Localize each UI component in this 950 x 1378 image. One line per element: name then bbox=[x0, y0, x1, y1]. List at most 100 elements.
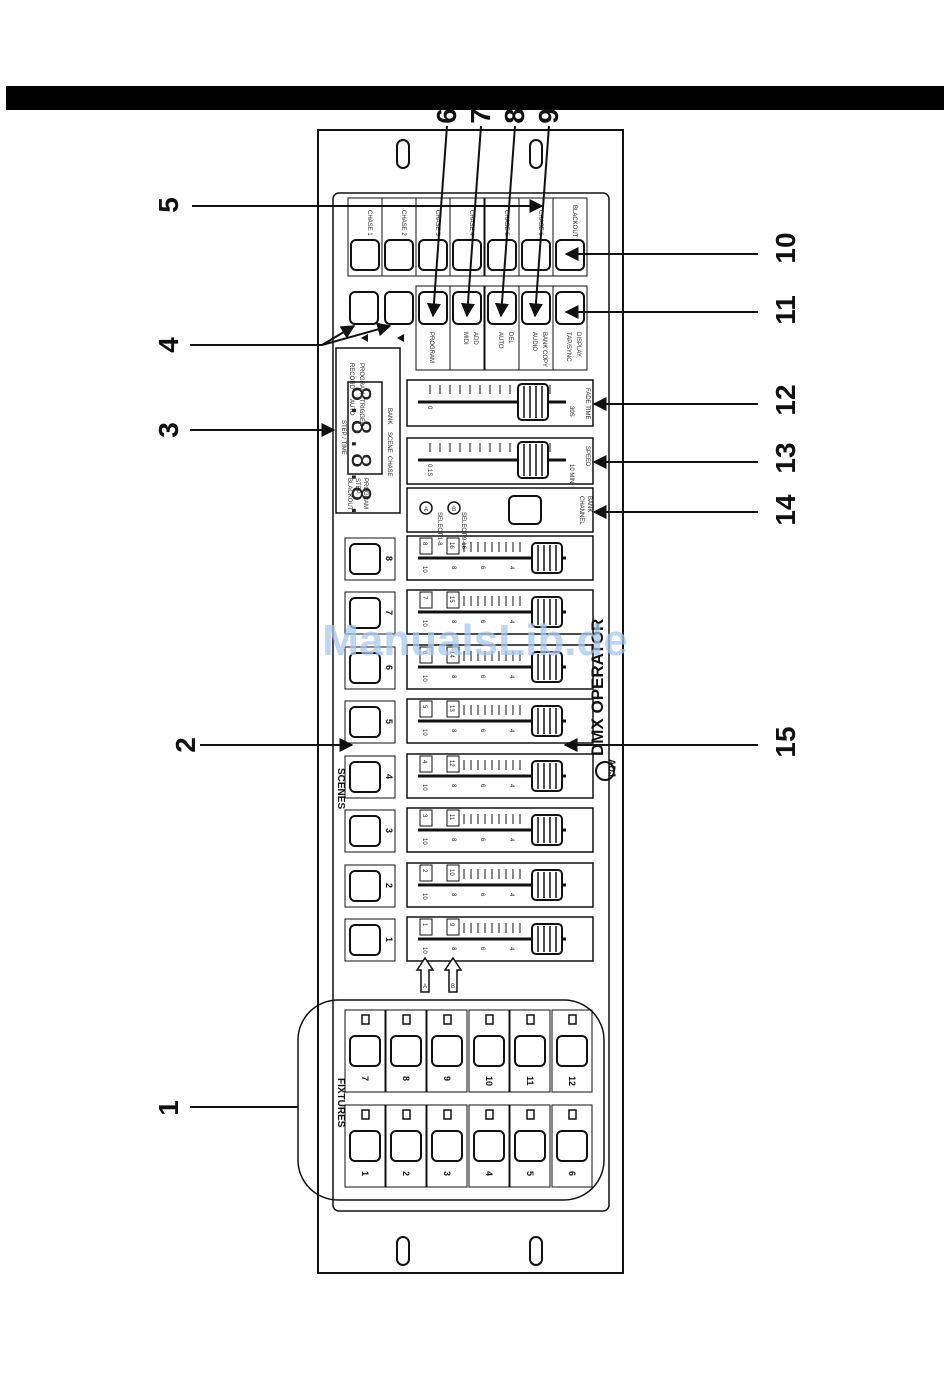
scene-cell bbox=[344, 646, 396, 690]
channel-a-number: 4 bbox=[421, 760, 427, 764]
lcd-bottom-label: BANK bbox=[386, 408, 392, 424]
channel-2-fader-knob[interactable] bbox=[531, 869, 563, 901]
fixture-8-button[interactable] bbox=[390, 1035, 422, 1067]
chase-label: CHASE 1 bbox=[366, 210, 372, 236]
fader-scale-label: 8 bbox=[450, 838, 456, 842]
channel-bank-button[interactable] bbox=[508, 495, 542, 525]
channel-a-number: 1 bbox=[421, 923, 427, 927]
lcd-left-label: RECORD bbox=[348, 363, 354, 390]
callout-12: 12 bbox=[770, 384, 801, 415]
fader-scale-label: 6 bbox=[479, 675, 485, 679]
channel-4-fader-knob[interactable] bbox=[531, 760, 563, 792]
fader-scale-label: 4 bbox=[508, 675, 514, 679]
watermark: ManualsLib.de bbox=[322, 616, 628, 665]
chase-1-button[interactable] bbox=[350, 239, 380, 271]
fixture-7-button[interactable] bbox=[349, 1035, 381, 1067]
fixture-led bbox=[485, 1014, 494, 1025]
lcd-bottom-label: SCENE bbox=[386, 432, 392, 453]
bank-up-button[interactable] bbox=[349, 291, 379, 325]
fade-time-fader-label: FADE TIME bbox=[584, 388, 590, 420]
scene-3-button[interactable] bbox=[349, 815, 381, 847]
fixture-cell bbox=[344, 1009, 386, 1093]
chase-2-button[interactable] bbox=[384, 239, 414, 271]
scene-8-button[interactable] bbox=[349, 543, 381, 575]
fixture-12-button[interactable] bbox=[556, 1035, 588, 1067]
function-label: BANK COPY bbox=[541, 332, 547, 367]
channel-b-tag bbox=[446, 537, 460, 555]
chase-3-button[interactable] bbox=[418, 239, 448, 271]
speed-fader-knob[interactable] bbox=[517, 441, 549, 479]
channel-b-tag bbox=[446, 864, 460, 882]
speed-fader-max-label: 10 MIN bbox=[568, 464, 574, 483]
fixtures-group-outline bbox=[297, 999, 605, 1201]
fader-scale-label: 10 bbox=[421, 620, 427, 627]
channel-fader-panel bbox=[406, 862, 594, 908]
fade-time-fader-knob[interactable] bbox=[517, 383, 549, 421]
fixture-11-button[interactable] bbox=[514, 1035, 546, 1067]
blackout-cell bbox=[552, 197, 588, 277]
tapsync-display-button[interactable] bbox=[555, 291, 585, 325]
channel-1-fader-knob[interactable] bbox=[531, 923, 563, 955]
channel-6-fader-knob[interactable] bbox=[531, 651, 563, 683]
fixture-2-button[interactable] bbox=[390, 1130, 422, 1162]
channel-8-fader-knob[interactable] bbox=[531, 542, 563, 574]
bank-down-button[interactable] bbox=[384, 291, 414, 325]
speed-fader-label: SPEED bbox=[584, 446, 590, 467]
channel-3-fader-knob[interactable] bbox=[531, 814, 563, 846]
fixture-led bbox=[526, 1109, 535, 1120]
channel-b-tag bbox=[446, 809, 460, 827]
mount-slot bbox=[529, 139, 543, 169]
channel-bank-label: CHANNEL bbox=[578, 496, 584, 525]
fixture-4-button[interactable] bbox=[473, 1130, 505, 1162]
channel-b-number: 14 bbox=[448, 651, 454, 658]
callout-6-arrow bbox=[426, 125, 448, 318]
lcd-window bbox=[347, 381, 383, 475]
function-cell bbox=[552, 285, 588, 371]
fader-scale-label: 6 bbox=[479, 784, 485, 788]
chase-label: CHASE 4 bbox=[468, 210, 474, 236]
fader-scale-label: 4 bbox=[508, 784, 514, 788]
fixture-led bbox=[568, 1109, 577, 1120]
scene-number: 1 bbox=[384, 937, 394, 942]
fixture-9-button[interactable] bbox=[431, 1035, 463, 1067]
chase-4-button[interactable] bbox=[452, 239, 482, 271]
callout-8-arrow bbox=[494, 125, 516, 318]
channel-fader-panel bbox=[406, 535, 594, 581]
fader-scale-label: 10 bbox=[421, 729, 427, 736]
fixture-1-button[interactable] bbox=[349, 1130, 381, 1162]
chase-6-button[interactable] bbox=[521, 239, 551, 271]
fixture-5-button[interactable] bbox=[514, 1130, 546, 1162]
fixture-6-button[interactable] bbox=[556, 1130, 588, 1162]
triangle-up-icon bbox=[361, 334, 368, 342]
scene-1-button[interactable] bbox=[349, 924, 381, 956]
scene-2-button[interactable] bbox=[349, 870, 381, 902]
scene-6-button[interactable] bbox=[349, 652, 381, 684]
callout-9: 9 bbox=[533, 108, 564, 124]
channel-7-fader-knob[interactable] bbox=[531, 596, 563, 628]
callout-1: 1 bbox=[153, 1100, 184, 1116]
scene-number: 4 bbox=[384, 774, 394, 779]
channel-a-number: 7 bbox=[421, 596, 427, 600]
channel-a-number: 8 bbox=[421, 542, 427, 546]
fader-scale-label: 8 bbox=[450, 893, 456, 897]
fader-scale-label: 4 bbox=[508, 729, 514, 733]
fixture-3-button[interactable] bbox=[431, 1130, 463, 1162]
callout-4: 4 bbox=[153, 337, 184, 353]
scene-5-button[interactable] bbox=[349, 706, 381, 738]
lcd-right-label: STEP bbox=[354, 478, 360, 494]
channel-b-number: 13 bbox=[448, 705, 454, 712]
lcd-right-label: PROGRAM bbox=[362, 478, 368, 509]
channel-b-number: 11 bbox=[448, 814, 454, 821]
scene-number: 2 bbox=[384, 883, 394, 888]
fixture-number: 3 bbox=[442, 1171, 452, 1176]
fader-scale-label: 4 bbox=[508, 620, 514, 624]
fixture-10-button[interactable] bbox=[473, 1035, 505, 1067]
fixture-led bbox=[361, 1014, 370, 1025]
fixture-number: 12 bbox=[567, 1076, 577, 1086]
channel-5-fader-knob[interactable] bbox=[531, 705, 563, 737]
chase-5-button[interactable] bbox=[487, 239, 517, 271]
chase-label: CHASE 3 bbox=[434, 210, 440, 236]
scene-7-button[interactable] bbox=[349, 597, 381, 629]
scene-4-button[interactable] bbox=[349, 761, 381, 793]
channel-a-number: 6 bbox=[421, 651, 427, 655]
